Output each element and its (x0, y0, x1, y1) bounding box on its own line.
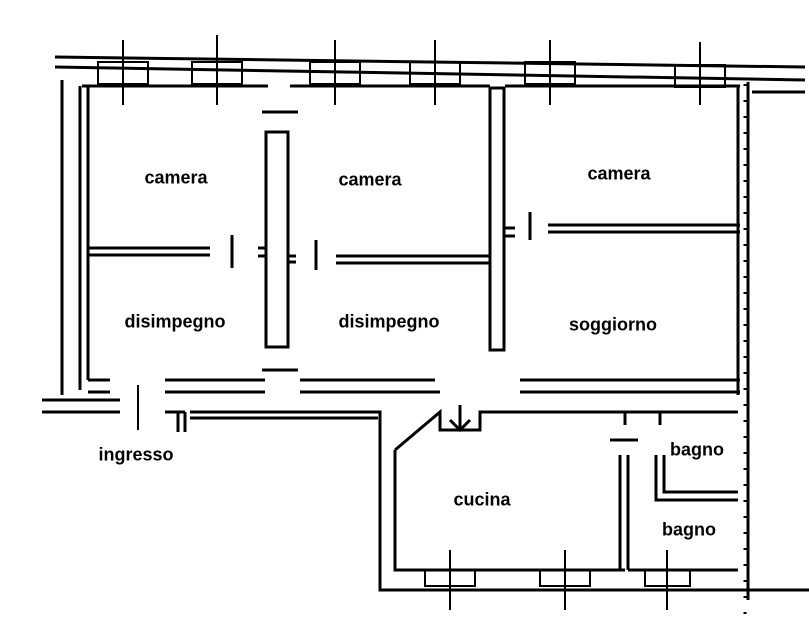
room-label-disimpegno-left: disimpegno (124, 311, 226, 332)
room-label-cucina: cucina (453, 489, 511, 510)
room-label-camera-right: camera (587, 163, 651, 184)
room-label-disimpegno-middle: disimpegno (338, 311, 440, 332)
room-label-ingresso: ingresso (98, 444, 174, 465)
room-label-soggiorno: soggiorno (569, 314, 657, 335)
room-label-camera-middle: camera (338, 169, 402, 190)
room-label-camera-left: camera (144, 167, 208, 188)
room-label-bagno-lower: bagno (662, 519, 716, 540)
room-label-bagno-upper: bagno (670, 439, 724, 460)
